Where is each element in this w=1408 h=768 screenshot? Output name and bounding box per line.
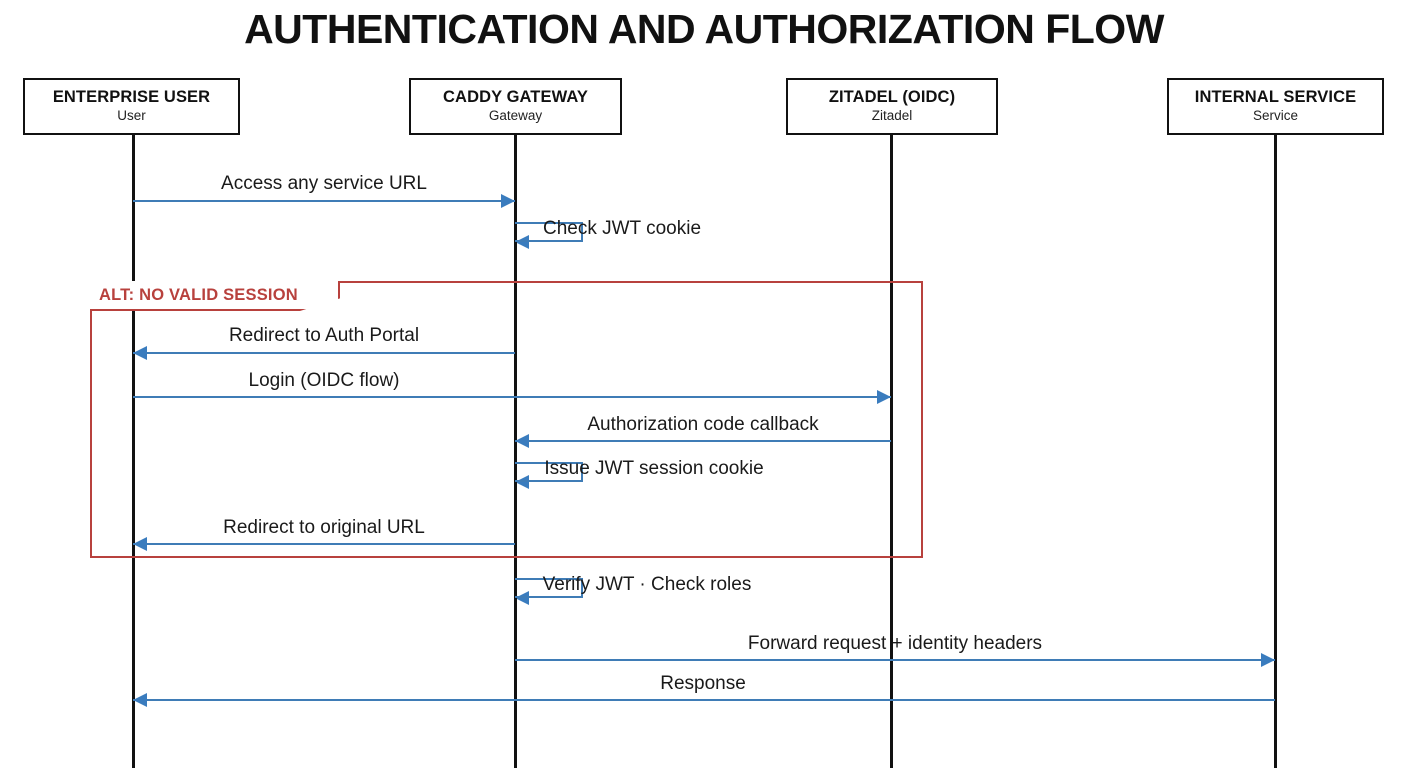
message-label-verify-jwt-check-roles: Verify JWT · Check roles [542,574,752,595]
lifeline-user [131,134,135,768]
message-line [133,396,891,398]
participant-name: INTERNAL SERVICE [1194,88,1357,107]
arrowhead-left-icon [133,537,147,551]
arrowhead-left-icon [515,434,529,448]
arrowhead-right-icon [501,194,515,208]
message-label-response: Response [660,673,746,694]
arrowhead-right-icon [1261,653,1275,667]
participant-name: ZITADEL (OIDC) [828,88,956,107]
participant-alias: Zitadel [871,107,913,123]
message-line [515,440,891,442]
message-label-issue-jwt-session-cookie: Issue JWT session cookie [544,458,764,479]
participant-name: CADDY GATEWAY [443,88,588,107]
arrowhead-left-icon [515,591,529,605]
self-message-check-jwt-cookie [515,222,583,242]
participant-alias: Service [1252,107,1298,123]
message-line [133,200,515,202]
lifeline-zitadel [889,134,893,768]
participant-name: ENTERPRISE USER [52,88,211,107]
message-label-login-oidc-flow: Login (OIDC flow) [248,370,400,391]
page-title: AUTHENTICATION AND AUTHORIZATION FLOW [244,6,1164,52]
message-label-access-any-service-url: Access any service URL [221,173,427,194]
arrowhead-left-icon [133,346,147,360]
message-line [133,543,515,545]
message-label-authorization-code-callback: Authorization code callback [587,414,819,435]
message-label-check-jwt-cookie: Check JWT cookie [542,218,702,239]
participant-alias: User [117,107,146,123]
message-line [515,659,1275,661]
message-line [133,699,1275,701]
lifeline-gateway [513,134,517,768]
participant-box-zitadel[interactable]: ZITADEL (OIDC)Zitadel [786,78,998,135]
arrowhead-right-icon [877,390,891,404]
message-label-redirect-to-original-url: Redirect to original URL [223,517,425,538]
self-message-issue-jwt-session-cookie [515,462,583,482]
arrowhead-left-icon [133,693,147,707]
self-message-verify-jwt-check-roles [515,578,583,598]
message-line [133,352,515,354]
message-label-redirect-to-auth-portal: Redirect to Auth Portal [228,325,420,346]
alt-fragment-label: ALT: NO VALID SESSION [90,281,340,311]
message-label-forward-request-identity-headers: Forward request + identity headers [747,633,1043,654]
arrowhead-left-icon [515,475,529,489]
participant-alias: Gateway [488,107,543,123]
lifeline-service [1273,134,1277,768]
arrowhead-left-icon [515,235,529,249]
